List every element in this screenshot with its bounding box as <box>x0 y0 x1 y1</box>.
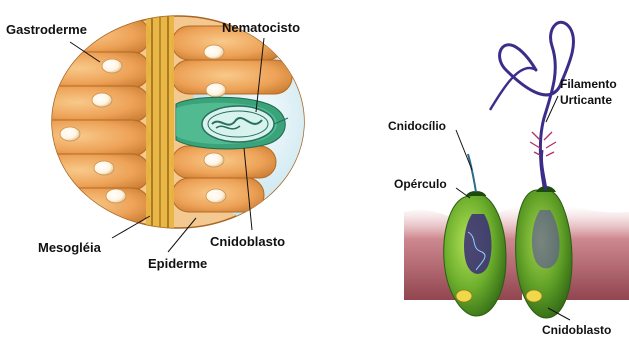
label-nematocisto: Nematocisto <box>222 20 300 35</box>
label-filamento: Filamento <box>560 77 617 91</box>
label-cnidoblasto-left: Cnidoblasto <box>210 234 285 249</box>
label-epiderme: Epiderme <box>148 256 207 271</box>
urticant-filament <box>500 22 574 196</box>
cnidoblast-cells-diagram: Filamento Urticante Cnidocílio Opérculo … <box>388 22 629 337</box>
label-operculo: Opérculo <box>394 177 447 191</box>
cnidoblast-cell-2 <box>516 150 572 318</box>
label-cnidocilio: Cnidocílio <box>388 119 446 133</box>
tissue-section-diagram: Gastroderme Nematocisto Mesogléia Epider… <box>6 10 332 271</box>
label-urticante: Urticante <box>560 93 612 107</box>
cnidoblast-cell-1 <box>444 154 506 316</box>
label-mesogleia: Mesogléia <box>38 240 102 255</box>
mesoglea-band <box>146 10 174 240</box>
label-cnidoblasto-right: Cnidoblasto <box>542 323 611 337</box>
label-gastroderme: Gastroderme <box>6 22 87 37</box>
